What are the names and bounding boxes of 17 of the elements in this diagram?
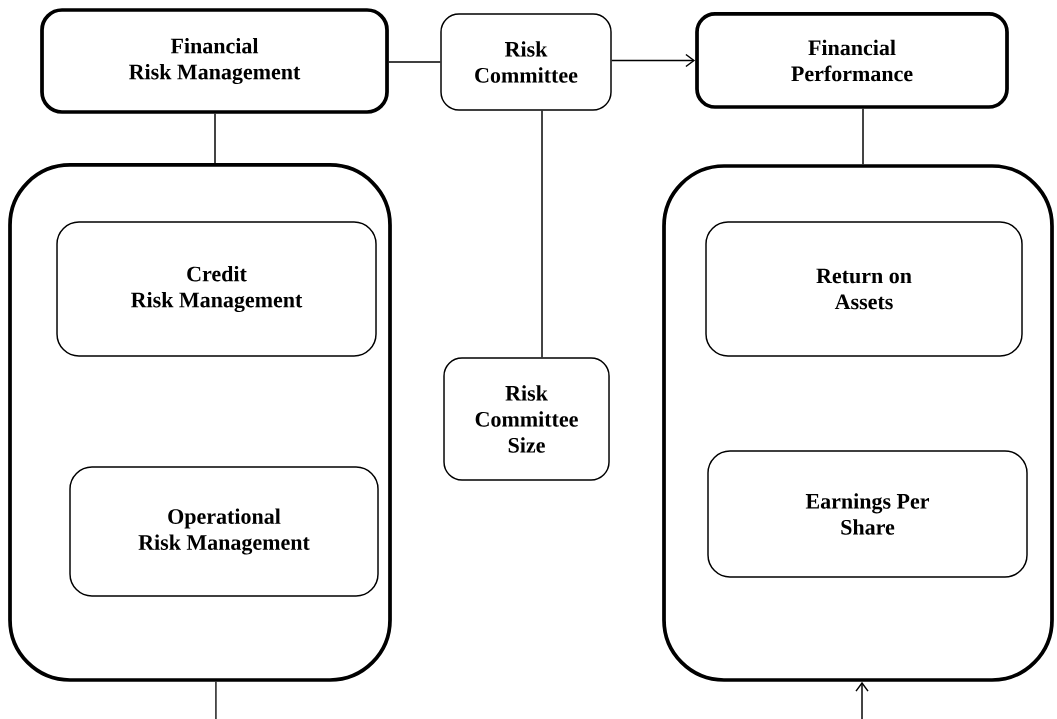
- process-box: Financial Risk Management: [40, 8, 389, 114]
- connector-line: [862, 108, 864, 165]
- process-box: Credit Risk Management: [56, 221, 377, 357]
- process-box: Return on Assets: [705, 221, 1023, 357]
- connector-line: [388, 61, 441, 63]
- process-box: Financial Performance: [695, 12, 1009, 109]
- arrow: [611, 53, 696, 68]
- group-box: [662, 164, 1054, 682]
- group-box: [8, 163, 392, 682]
- arrow: [855, 681, 869, 719]
- process-box: Risk Committee: [440, 13, 612, 111]
- process-box: Operational Risk Management: [69, 466, 379, 597]
- connector-line: [541, 110, 543, 358]
- connector-line: [214, 113, 216, 164]
- process-box: Risk Committee Size: [443, 357, 610, 481]
- connector-line: [215, 681, 217, 719]
- process-box: Earnings Per Share: [707, 450, 1028, 578]
